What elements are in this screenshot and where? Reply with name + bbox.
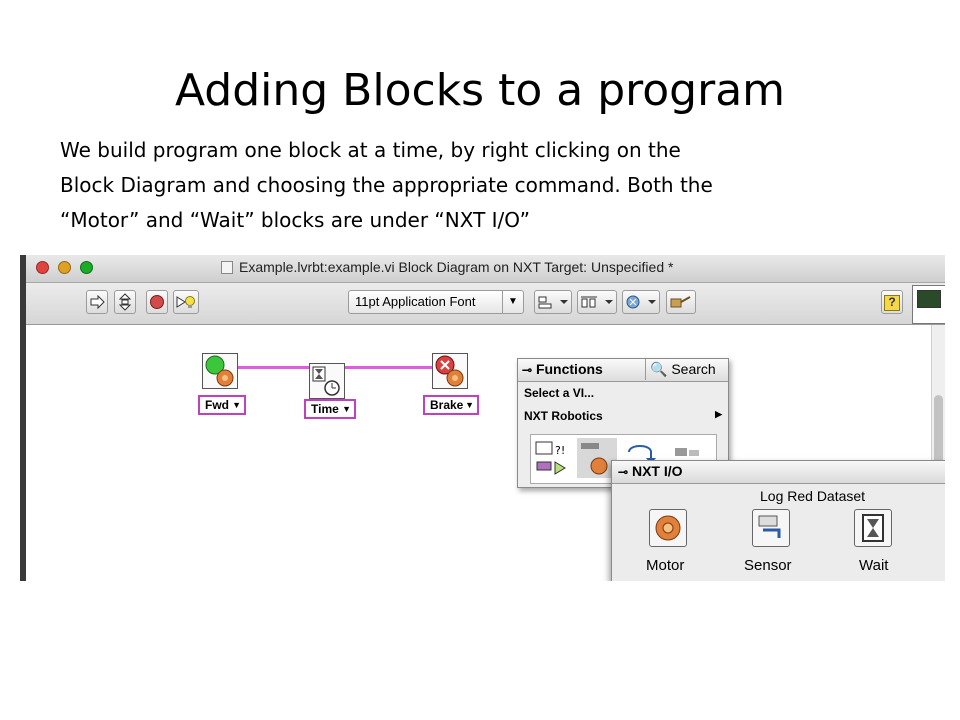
window-titlebar[interactable]: Example.lvrbt:example.vi Block Diagram o… — [26, 255, 945, 283]
align-icon[interactable] — [534, 290, 572, 314]
vi-icon-screen — [917, 290, 941, 308]
wait-time-block[interactable] — [309, 363, 345, 399]
window-left-edge — [20, 255, 26, 581]
svg-text:?!: ?! — [555, 444, 565, 457]
nxt-io-palette-header: ⊸ NXT I/O — [612, 461, 945, 484]
motor-icon — [655, 515, 681, 541]
wait-icon — [862, 514, 884, 542]
font-select[interactable]: 11pt Application Font ▼ — [348, 290, 524, 314]
block-tag-fwd[interactable]: Fwd ▼ — [198, 395, 246, 415]
sequence-wire-2[interactable] — [345, 366, 438, 369]
step-icon[interactable] — [114, 290, 136, 314]
nxt-io-palette[interactable]: ⊸ NXT I/O Log Red Dataset Motor Sensor W… — [611, 460, 945, 581]
block-label-fwd: Fwd — [205, 398, 229, 412]
pin-icon[interactable]: ⊸ — [522, 363, 533, 377]
palette-item-nxt-robotics-label: NXT Robotics — [524, 409, 603, 423]
motor-palette-item[interactable] — [649, 509, 687, 547]
slide-title: Adding Blocks to a program — [174, 65, 786, 116]
nxt-io-title-wrap: ⊸ NXT I/O — [618, 463, 683, 479]
palette-item-nxt-robotics[interactable]: NXT Robotics ▶ — [524, 409, 722, 423]
functions-tab[interactable]: ⊸ Functions — [522, 361, 603, 377]
chevron-down-icon: ▼ — [232, 400, 241, 410]
wait-label: Wait — [859, 557, 889, 574]
nxt-io-caption: Log Red Dataset — [760, 488, 866, 504]
submenu-arrow-icon: ▶ — [715, 409, 722, 419]
chevron-down-icon: ▼ — [342, 404, 351, 414]
stop-icon[interactable] — [146, 290, 168, 314]
nxt-io-category-icon[interactable] — [577, 438, 617, 478]
window-title: Example.lvrbt:example.vi Block Diagram o… — [221, 259, 673, 275]
labview-screenshot: Example.lvrbt:example.vi Block Diagram o… — [20, 255, 945, 581]
block-label-brake: Brake — [430, 398, 464, 412]
body-line-3: “Motor” and “Wait” blocks are under “NXT… — [60, 208, 531, 232]
more-category-icon[interactable] — [669, 438, 709, 478]
scrollbar-thumb[interactable] — [934, 395, 943, 465]
search-icon: 🔍 — [650, 361, 668, 377]
wait-palette-item[interactable] — [854, 509, 892, 547]
highlight-execution-icon[interactable] — [173, 290, 199, 314]
motor-forward-block[interactable] — [202, 353, 238, 389]
document-icon — [221, 261, 233, 274]
search-label: Search — [671, 361, 716, 377]
sensor-palette-item[interactable] — [752, 509, 790, 547]
font-select-value: 11pt Application Font — [355, 294, 476, 309]
motor-label: Motor — [646, 557, 685, 574]
window-title-text: Example.lvrbt:example.vi Block Diagram o… — [239, 259, 674, 275]
sequence-wire-1[interactable] — [237, 366, 335, 369]
vi-icon[interactable] — [912, 285, 945, 324]
functions-palette-header: ⊸ Functions 🔍 Search — [518, 359, 728, 382]
slide-body-text: We build program one block at a time, by… — [60, 133, 940, 238]
nxt-io-title: NXT I/O — [631, 463, 683, 479]
sensor-label: Sensor — [744, 557, 792, 574]
sensor-icon — [758, 515, 781, 538]
run-arrow-icon[interactable] — [86, 290, 108, 314]
search-button[interactable]: 🔍 Search — [645, 359, 730, 380]
motor-brake-icon — [435, 355, 464, 387]
minimize-window-icon[interactable] — [58, 261, 71, 274]
block-diagram-toolbar: 11pt Application Font ▼ ? — [26, 283, 945, 325]
body-line-2: Block Diagram and choosing the appropria… — [60, 173, 713, 197]
wait-timer-icon — [312, 366, 340, 396]
motor-forward-icon — [205, 355, 234, 387]
reorder-icon[interactable] — [622, 290, 660, 314]
chevron-down-icon: ▼ — [502, 291, 523, 313]
help-icon[interactable]: ? — [881, 290, 903, 314]
structures-icon[interactable]: ?! — [533, 438, 573, 478]
zoom-window-icon[interactable] — [80, 261, 93, 274]
close-window-icon[interactable] — [36, 261, 49, 274]
clean-up-icon[interactable] — [666, 290, 696, 314]
block-tag-time[interactable]: Time ▼ — [304, 399, 356, 419]
chevron-down-icon: ▼ — [465, 400, 474, 410]
palette-item-select-vi[interactable]: Select a VI... — [524, 386, 595, 400]
distribute-icon[interactable] — [577, 290, 617, 314]
block-label-time: Time — [311, 402, 339, 416]
functions-title: Functions — [535, 361, 603, 377]
motor-brake-block[interactable] — [432, 353, 468, 389]
block-tag-brake[interactable]: Brake ▼ — [423, 395, 479, 415]
help-label: ? — [884, 295, 900, 311]
body-line-1: We build program one block at a time, by… — [60, 138, 681, 162]
pin-icon[interactable]: ⊸ — [618, 465, 629, 479]
